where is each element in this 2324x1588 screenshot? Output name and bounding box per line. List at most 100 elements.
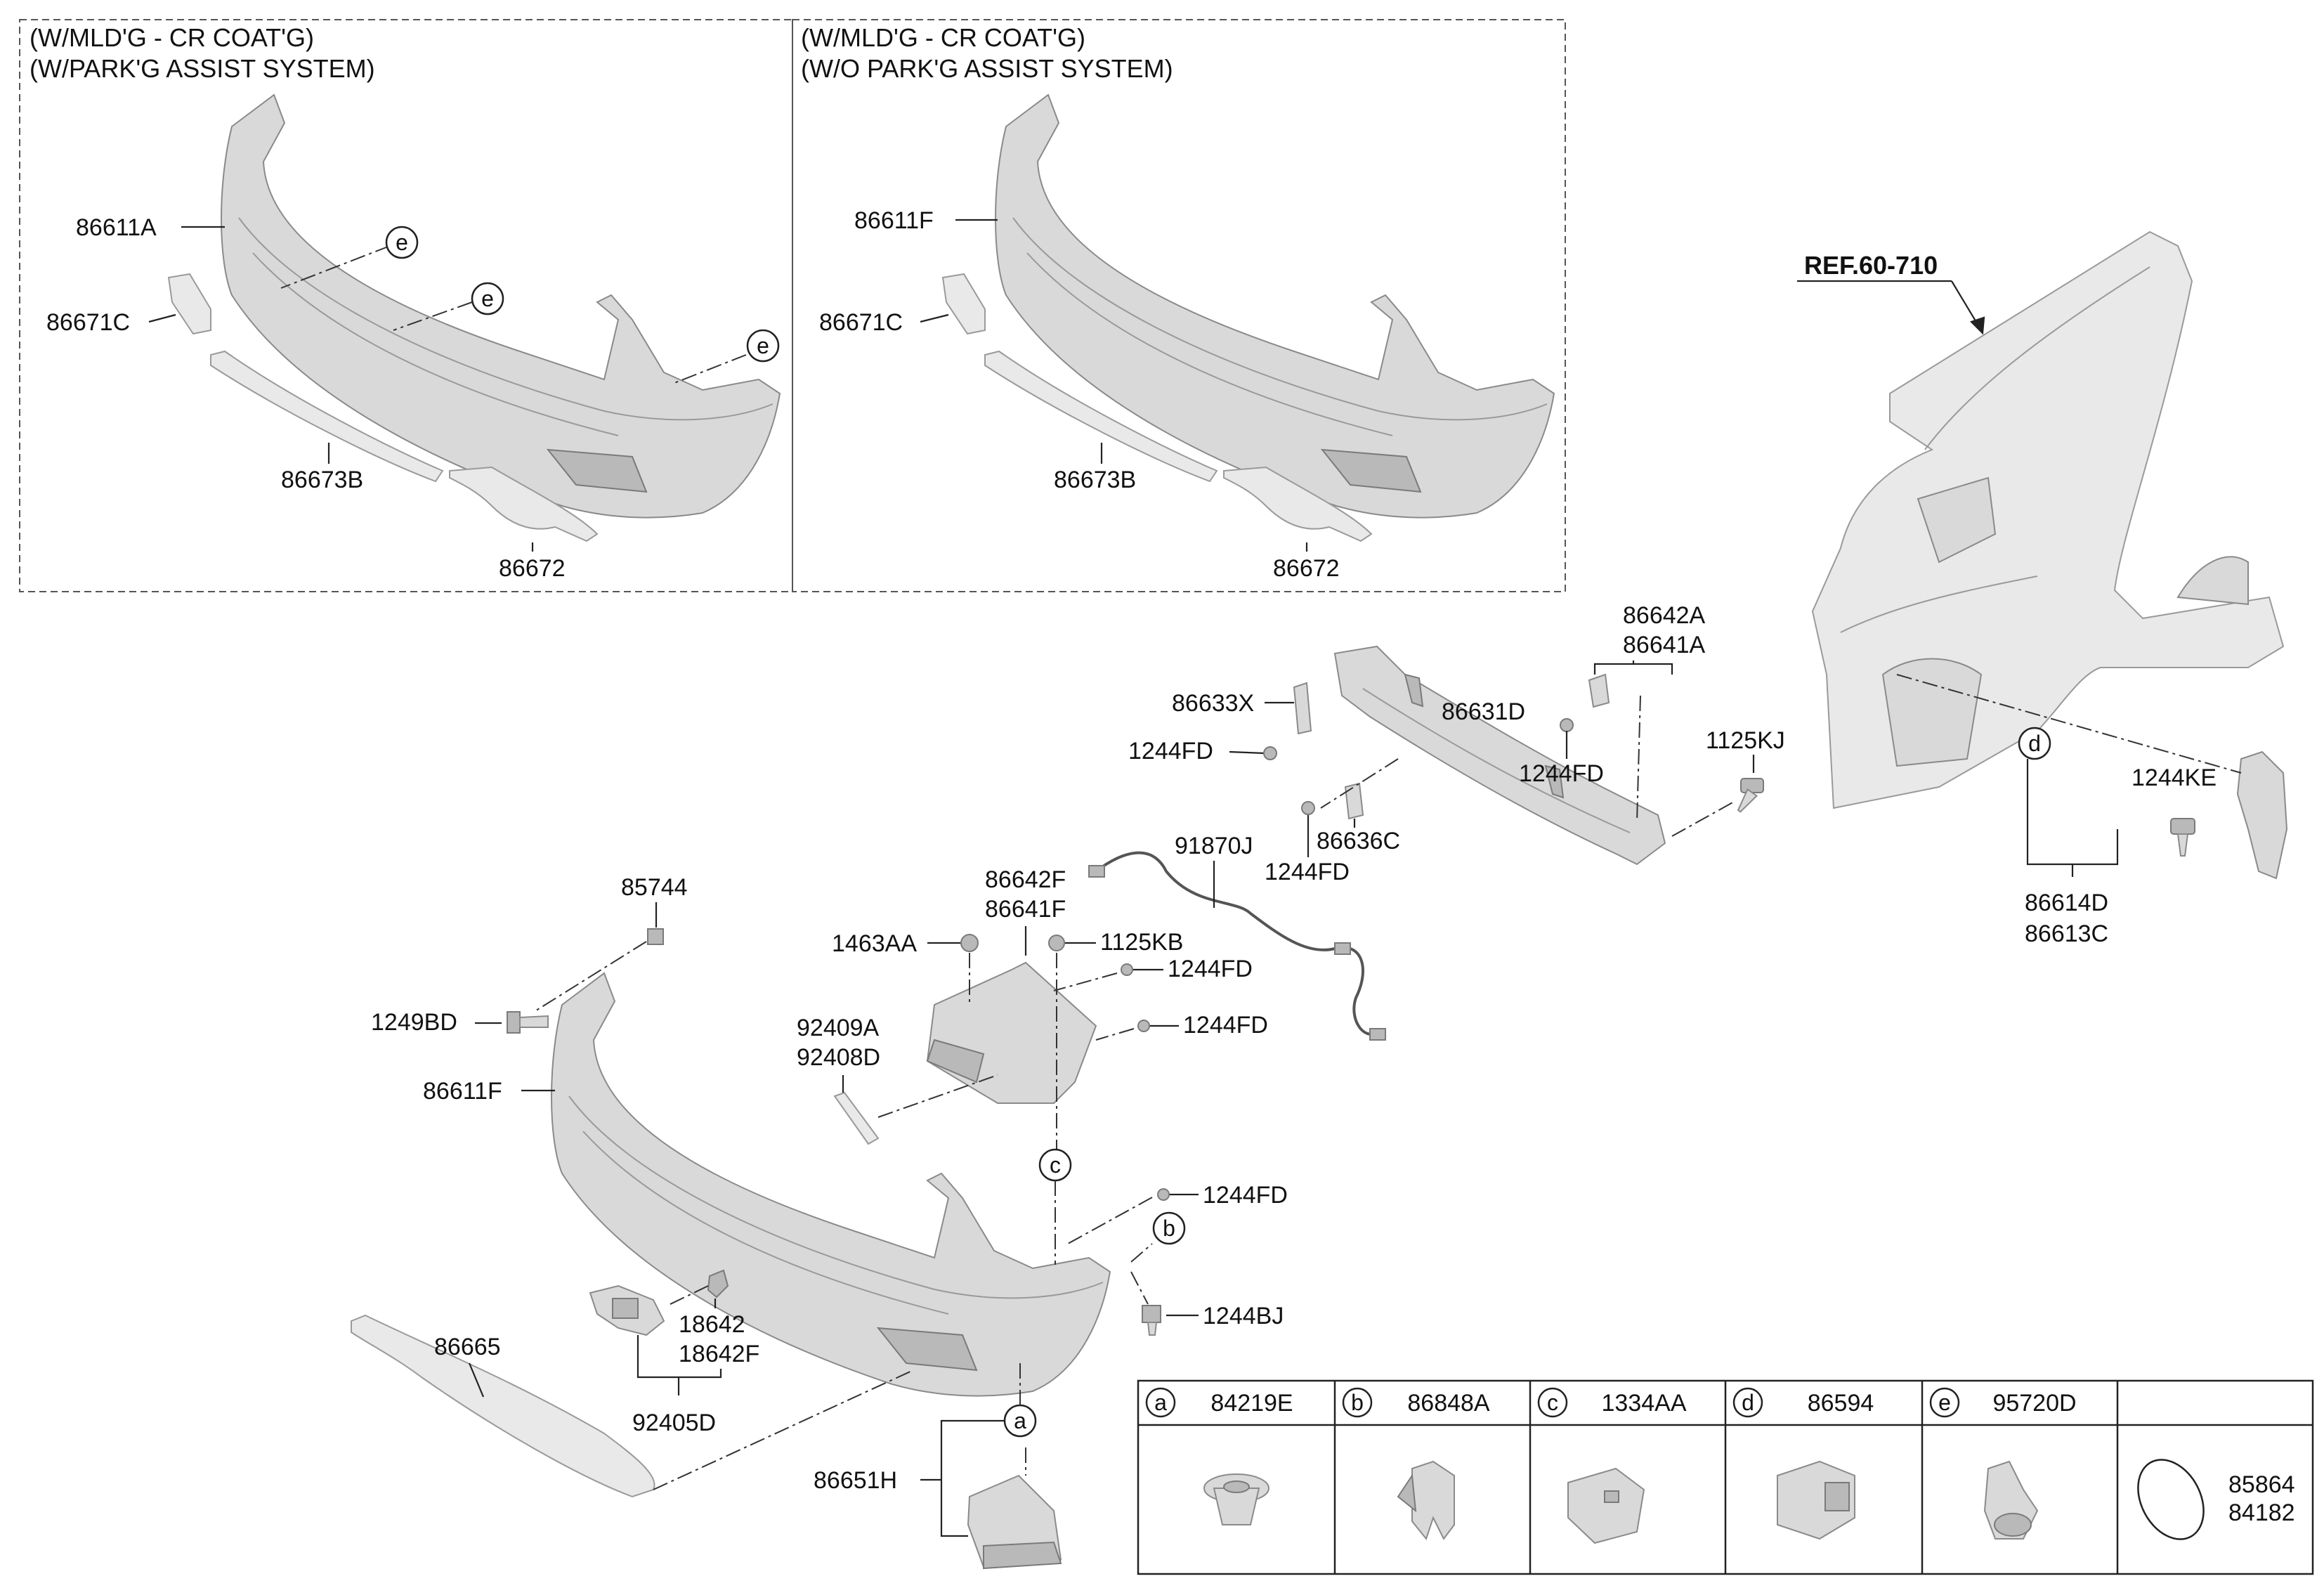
- svg-text:e: e: [1938, 1390, 1951, 1415]
- right-lower-strip: [984, 350, 1218, 483]
- variant-box-left: [19, 19, 793, 592]
- right-variant-title-2: (W/O PARK'G ASSIST SYSTEM): [801, 54, 1173, 83]
- label-1244KE: 1244KE: [2132, 764, 2217, 791]
- label-86633X: 86633X: [1172, 690, 1254, 717]
- mark-b: [1152, 1211, 1186, 1245]
- screw-1125KB: [1048, 935, 1065, 951]
- quarter-panel: [1811, 230, 2285, 809]
- left-lower-strip: [210, 350, 444, 483]
- label-18642F: 18642F: [679, 1341, 759, 1367]
- label-1249BD: 1249BD: [371, 1009, 457, 1036]
- label-86665: 86665: [434, 1334, 501, 1360]
- legend-drawing-d: [1777, 1460, 1855, 1540]
- legend-drawing-a: [1203, 1473, 1269, 1525]
- bolt-1244KE: [2170, 818, 2195, 857]
- legend-cell-a: a 84219E: [1145, 1387, 1293, 1418]
- label-86611A: 86611A: [76, 214, 157, 241]
- label-86641F: 86641F: [985, 896, 1066, 923]
- legend-cell-b: b 86848A: [1342, 1387, 1490, 1418]
- main-rear-bumper-cover: [551, 972, 1111, 1397]
- legend-drawing-c: [1567, 1467, 1645, 1544]
- right-rear-bumper-cover: [995, 93, 1555, 519]
- label-86673B-left: 86673B: [281, 467, 363, 493]
- label-92409A: 92409A: [797, 1015, 880, 1041]
- bolt-1249BD: [507, 1011, 549, 1034]
- label-86642F: 86642F: [985, 866, 1066, 893]
- bracket-86642A: [1588, 673, 1610, 708]
- legend-drawing-e: [1983, 1460, 2039, 1540]
- legend-part-b: 86848A: [1407, 1390, 1490, 1417]
- label-86651H: 86651H: [814, 1467, 897, 1494]
- harness-connector-1: [1088, 865, 1105, 878]
- label-86672-left: 86672: [499, 555, 566, 582]
- label-18642: 18642: [679, 1311, 745, 1338]
- label-86614D: 86614D: [2025, 890, 2108, 916]
- sensor-18642: [707, 1269, 729, 1299]
- legend-cell-c: c 1334AA: [1537, 1387, 1687, 1418]
- label-1125KJ: 1125KJ: [1706, 727, 1785, 754]
- label-1244FD-d: 1244FD: [1168, 956, 1253, 982]
- legend-cell-e: e 95720D: [1929, 1387, 2077, 1418]
- legend-part-84182: 84182: [2228, 1499, 2295, 1526]
- svg-text:e: e: [396, 230, 408, 255]
- nut-85744: [647, 928, 664, 945]
- harness-connector-2: [1334, 942, 1351, 955]
- label-92405D: 92405D: [632, 1410, 716, 1436]
- label-86641A: 86641A: [1623, 632, 1706, 658]
- corner-garnish-86642F: [926, 961, 1097, 1104]
- legend-part-85864: 85864: [2228, 1471, 2295, 1498]
- svg-text:b: b: [1351, 1390, 1364, 1415]
- mark-e-3: [746, 329, 780, 363]
- mark-d: [2018, 727, 2051, 760]
- label-1244BJ: 1244BJ: [1203, 1303, 1284, 1329]
- legend-part-c: 1334AA: [1602, 1390, 1687, 1417]
- sensor-bracket-92405D: [589, 1284, 665, 1336]
- variant-box-right: [792, 19, 1566, 592]
- right-garnish: [1223, 466, 1373, 542]
- label-86636C: 86636C: [1317, 828, 1400, 854]
- legend-part-e: 95720D: [1992, 1390, 2076, 1417]
- bumper-beam: [1333, 645, 1666, 866]
- clip-86633X: [1293, 682, 1312, 735]
- label-86611F: 86611F: [423, 1078, 502, 1105]
- bracket-86651H: [967, 1474, 1062, 1570]
- svg-text:b: b: [1163, 1216, 1175, 1241]
- left-garnish: [449, 466, 599, 542]
- svg-text:e: e: [481, 286, 494, 311]
- legend-part-d: 86594: [1808, 1390, 1874, 1417]
- svg-text:c: c: [1547, 1390, 1558, 1415]
- label-1244FD-e: 1244FD: [1183, 1012, 1268, 1039]
- legend-table: [1137, 1379, 2314, 1575]
- mark-e-1: [385, 226, 419, 259]
- svg-text:c: c: [1050, 1152, 1061, 1178]
- svg-text:a: a: [1154, 1390, 1167, 1415]
- legend-part-a: 84219E: [1210, 1390, 1293, 1417]
- lower-skid-plate-86665: [351, 1314, 655, 1498]
- label-86672-right: 86672: [1273, 555, 1340, 582]
- wiring-harness-91870J: [1095, 851, 1378, 1036]
- legend-drawing-b: [1397, 1460, 1455, 1541]
- svg-text:d: d: [1742, 1390, 1754, 1415]
- ref-label: REF.60-710: [1804, 251, 1938, 280]
- svg-text:a: a: [1014, 1408, 1026, 1433]
- bolt-1125KJ: [1737, 778, 1764, 813]
- svg-text:d: d: [2028, 731, 2041, 756]
- clip-1463AA: [960, 934, 979, 952]
- legend-cell-d: d 86594: [1732, 1387, 1874, 1418]
- left-variant-title-1: (W/MLD'G - CR COAT'G): [30, 23, 314, 52]
- left-variant-title-2: (W/PARK'G ASSIST SYSTEM): [30, 54, 375, 83]
- label-86611F-top: 86611F: [854, 207, 934, 234]
- right-reflector: [941, 273, 986, 335]
- label-86631D: 86631D: [1442, 698, 1525, 725]
- left-rear-bumper-cover: [221, 93, 781, 519]
- reflector-92409A: [833, 1091, 880, 1145]
- label-86673B-right: 86673B: [1054, 467, 1136, 493]
- legend-drawing-ring: [2137, 1459, 2205, 1540]
- harness-connector-3: [1369, 1028, 1386, 1041]
- mark-e-2: [471, 282, 504, 315]
- right-variant-title-1: (W/MLD'G - CR COAT'G): [801, 23, 1085, 52]
- svg-text:e: e: [757, 333, 769, 358]
- bolt-1244BJ: [1142, 1305, 1161, 1336]
- clip-86636C: [1344, 782, 1364, 820]
